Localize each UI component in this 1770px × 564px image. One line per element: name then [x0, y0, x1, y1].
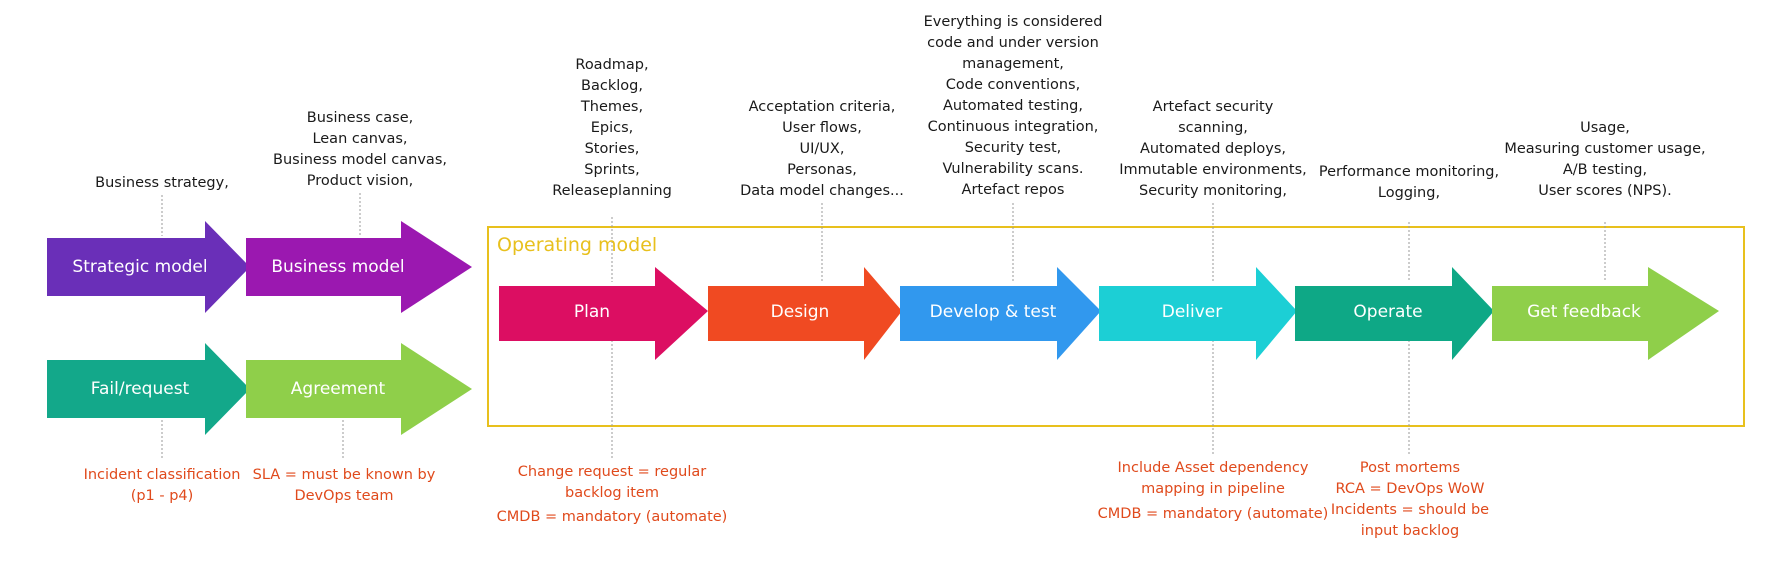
arrow-label: Operate: [1353, 302, 1422, 322]
arrow-get-feedback: Get feedback: [1492, 267, 1719, 360]
leader-lines: [161, 193, 1606, 460]
operating-model-frame: [487, 226, 1745, 427]
arrow-fail-request: Fail/request: [47, 343, 250, 435]
arrow-label: Deliver: [1162, 302, 1223, 322]
note-cmdb-plan: CMDB = mandatory (automate): [496, 509, 728, 525]
arrow-strategic-model: Strategic model: [47, 221, 250, 313]
note-operate: Performance monitoring, Logging,: [1318, 164, 1500, 201]
arrow-label: Strategic model: [72, 257, 207, 277]
note-develop-test: Everything is considered code and under …: [923, 14, 1103, 198]
note-design: Acceptation criteria, User flows, UI/UX,…: [740, 99, 904, 199]
operating-model-title: Operating model: [497, 234, 658, 256]
note-plan: Roadmap, Backlog, Themes, Epics, Stories…: [552, 57, 672, 199]
note-business-strategy: Business strategy,: [95, 175, 229, 191]
note-sla: SLA = must be known by DevOps team: [252, 467, 436, 504]
arrow-business-model: Business model: [246, 221, 472, 313]
arrow-develop-test: Develop & test: [900, 267, 1101, 360]
arrow-label: Develop & test: [930, 302, 1057, 322]
arrow-label: Agreement: [291, 379, 386, 399]
arrow-design: Design: [708, 267, 902, 360]
arrow-label: Design: [771, 302, 830, 322]
note-get-feedback: Usage, Measuring customer usage, A/B tes…: [1504, 120, 1706, 199]
arrow-label: Get feedback: [1527, 302, 1641, 322]
note-deliver: Artefact security scanning, Automated de…: [1119, 99, 1307, 199]
arrow-deliver: Deliver: [1099, 267, 1297, 360]
arrow-agreement: Agreement: [246, 343, 472, 435]
note-asset-dependency: Include Asset dependency mapping in pipe…: [1117, 460, 1309, 497]
arrow-operate: Operate: [1295, 267, 1494, 360]
arrow-label: Business model: [271, 257, 404, 277]
note-incident-classification: Incident classification (p1 - p4): [83, 467, 241, 504]
arrow-label: Fail/request: [91, 379, 190, 399]
note-business-model: Business case, Lean canvas, Business mod…: [273, 110, 447, 189]
arrow-label: Plan: [574, 302, 610, 322]
arrow-plan: Plan: [499, 267, 708, 360]
note-post-mortems: Post mortems RCA = DevOps WoW Incidents …: [1330, 460, 1490, 539]
note-cmdb-deliver: CMDB = mandatory (automate): [1097, 506, 1329, 522]
note-change-request: Change request = regular backlog item: [517, 464, 707, 501]
